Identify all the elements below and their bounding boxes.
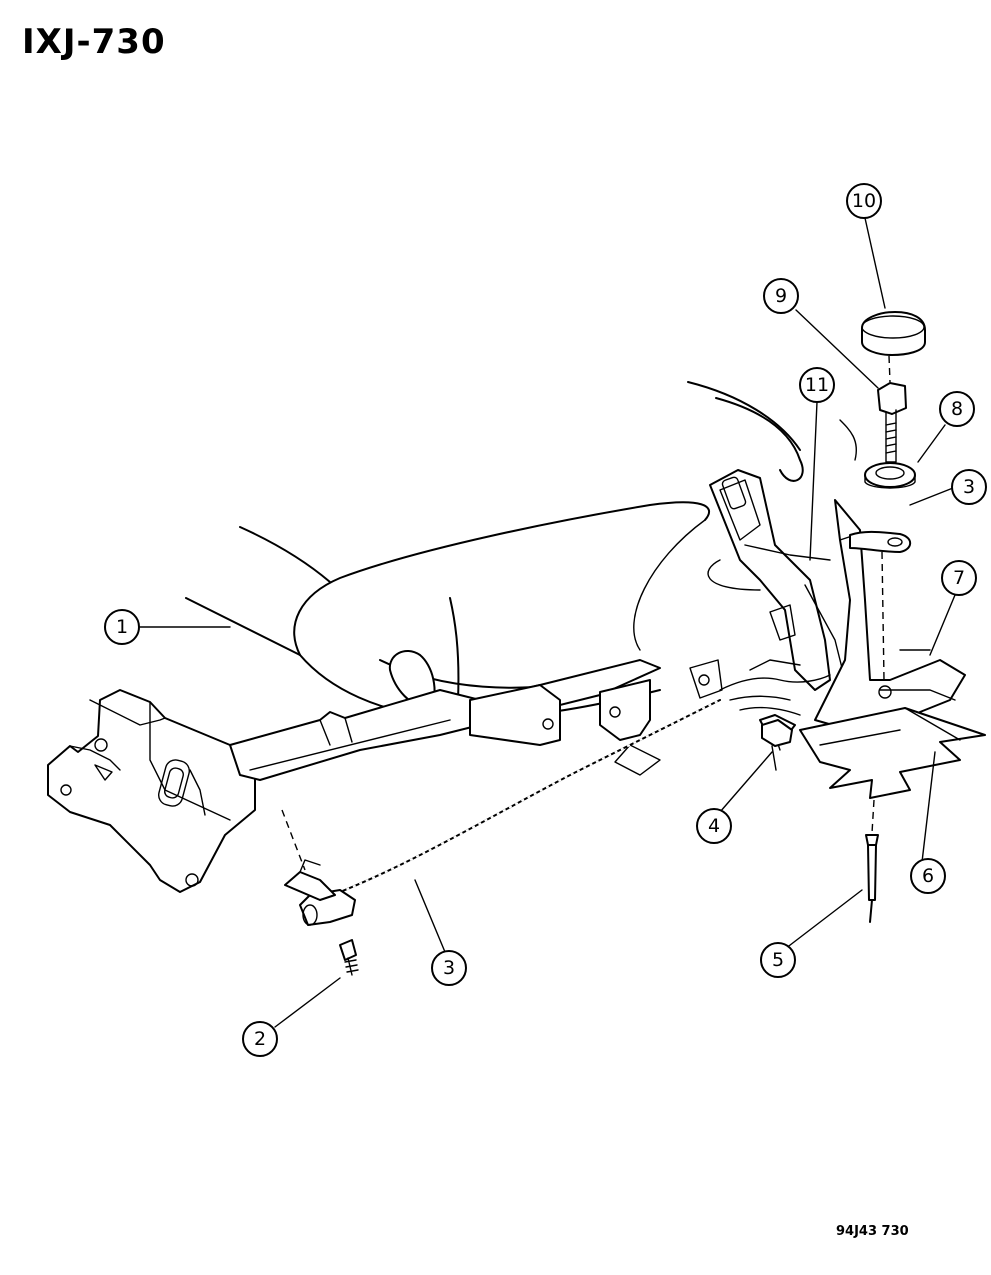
assembly-lines <box>281 355 891 871</box>
callout-8: 8 <box>939 391 975 427</box>
screw <box>339 939 359 976</box>
svg-text:3: 3 <box>443 957 455 979</box>
bolt-upper <box>877 382 907 463</box>
callout-9: 9 <box>763 278 799 314</box>
svg-text:3: 3 <box>963 476 975 498</box>
callout-7: 7 <box>941 560 977 596</box>
svg-text:2: 2 <box>254 1028 266 1050</box>
leader-lines <box>139 217 956 1028</box>
callout-2: 2 <box>242 1021 278 1057</box>
bolt <box>761 719 793 771</box>
seat-track-frame <box>47 659 661 893</box>
callout-10: 10 <box>846 183 882 219</box>
callout-6: 6 <box>910 858 946 894</box>
callout-1: 1 <box>104 609 140 645</box>
svg-text:7: 7 <box>953 567 965 589</box>
svg-text:8: 8 <box>951 398 963 420</box>
page-title: IXJ-730 <box>22 22 166 62</box>
anchor-bracket <box>814 499 966 731</box>
seat-back-outline <box>687 381 857 482</box>
svg-text:11: 11 <box>805 374 829 396</box>
callout-4: 4 <box>696 808 732 844</box>
rivet <box>865 834 879 923</box>
svg-text:5: 5 <box>772 949 784 971</box>
svg-text:9: 9 <box>775 285 787 307</box>
svg-text:10: 10 <box>852 190 876 212</box>
callout-5: 5 <box>760 942 796 978</box>
cable <box>284 699 721 926</box>
callout-11: 11 <box>799 367 835 403</box>
callout-3-upper: 3 <box>951 469 987 505</box>
reference-code: 94J43 730 <box>836 1224 909 1239</box>
cap <box>861 311 926 356</box>
svg-text:6: 6 <box>922 865 934 887</box>
washer <box>864 462 916 489</box>
seat-belt-buckle-assembly <box>689 469 846 699</box>
callout-3-lower: 3 <box>431 950 467 986</box>
svg-text:4: 4 <box>708 815 720 837</box>
svg-text:1: 1 <box>116 616 128 638</box>
floor-panel <box>799 707 986 799</box>
